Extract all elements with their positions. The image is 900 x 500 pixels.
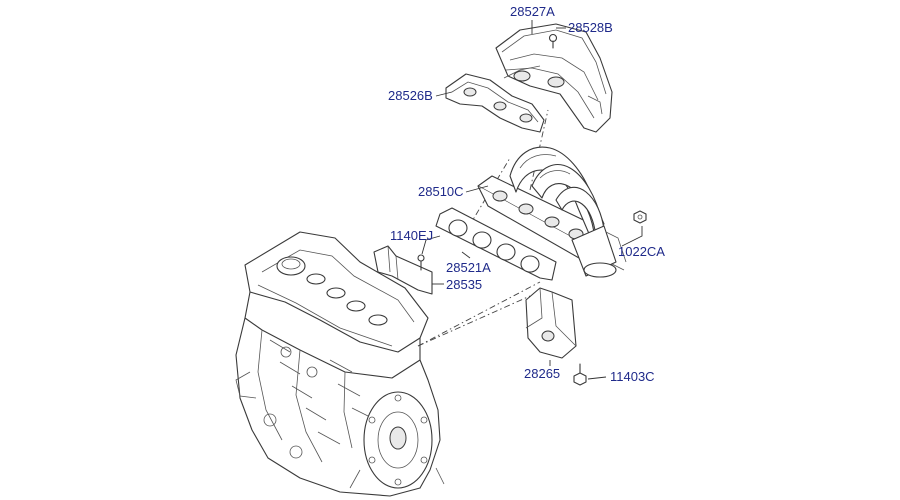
heat-shield-lower	[445, 73, 545, 133]
label-28265: 28265	[524, 366, 560, 381]
bolt-11403C	[573, 363, 587, 386]
label-28526B: 28526B	[388, 88, 433, 103]
heat-shield-upper	[495, 23, 613, 133]
label-1022CA: 1022CA	[618, 244, 665, 259]
bolt-1140EJ	[417, 254, 425, 271]
label-1140EJ: 1140EJ	[390, 228, 433, 243]
leader-lines	[421, 20, 643, 380]
label-28521A: 28521A	[446, 260, 491, 275]
exhaust-manifold	[477, 146, 627, 278]
label-28510C: 28510C	[418, 184, 464, 199]
bracket-28535	[373, 245, 433, 295]
manifold-support-bracket	[525, 287, 577, 359]
part-labels: 28527A 28528B 28526B 28510C 1140EJ 1022C…	[388, 4, 665, 384]
engine-block	[235, 231, 445, 497]
label-28535: 28535	[446, 277, 482, 292]
label-28527A: 28527A	[510, 4, 555, 19]
label-11403C: 11403C	[610, 369, 655, 384]
nut-1022CA	[633, 210, 647, 224]
manifold-gasket	[435, 207, 557, 281]
label-28528B: 28528B	[568, 20, 613, 35]
bolt-28528B	[548, 33, 558, 49]
